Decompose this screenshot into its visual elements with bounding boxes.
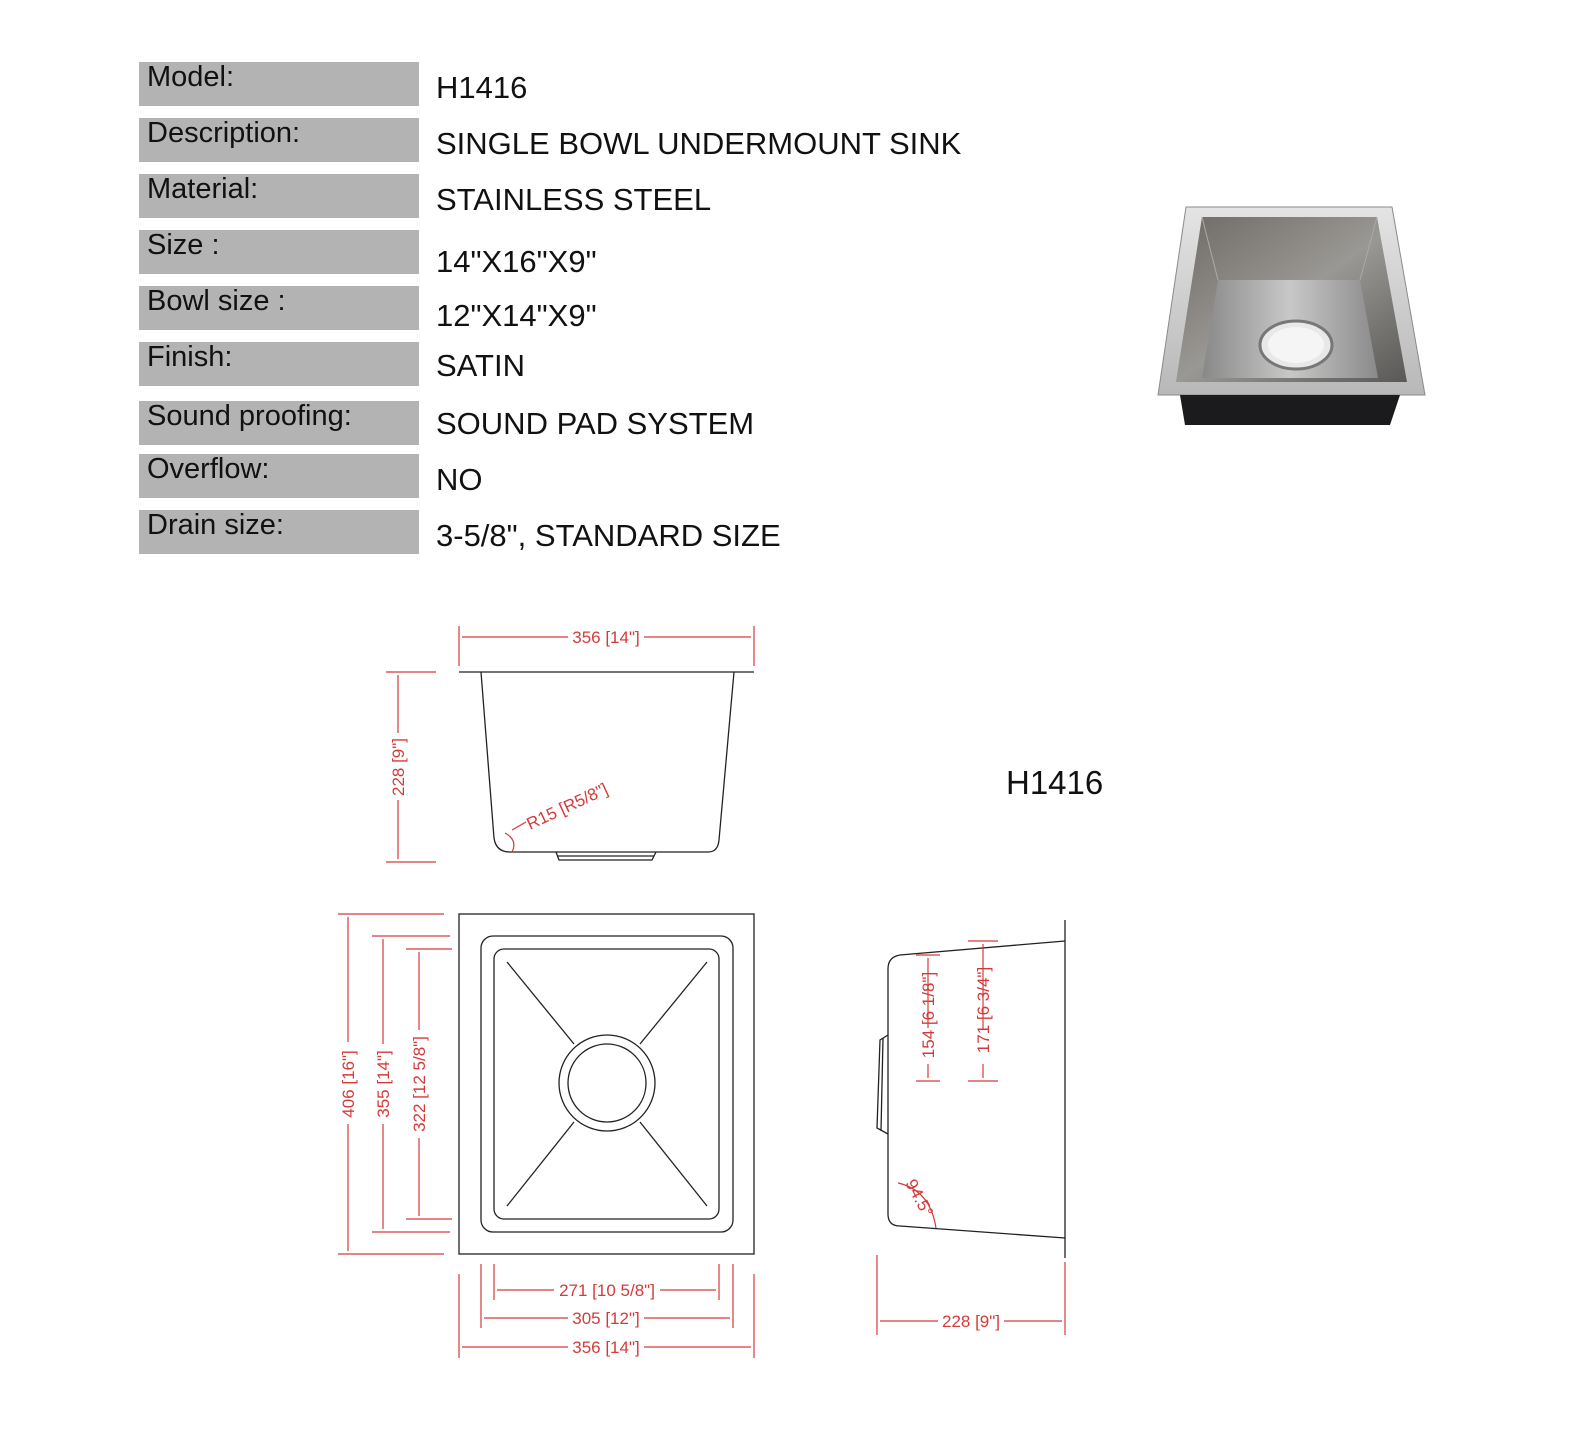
spec-label: Finish: <box>139 342 419 386</box>
dim-side-angle: 94.5° <box>901 1176 937 1220</box>
spec-label: Bowl size : <box>139 286 419 330</box>
dim-top-outer-width: 356 [14"] <box>572 1338 639 1357</box>
front-view <box>459 671 754 861</box>
spec-row-finish: Finish: SATIN <box>139 342 1039 398</box>
spec-row-material: Material: STAINLESS STEEL <box>139 174 1039 230</box>
dim-top-mid-length: 355 [14"] <box>374 1050 393 1117</box>
dim-top-mid-width: 305 [12"] <box>572 1309 639 1328</box>
spec-row-description: Description: SINGLE BOWL UNDERMOUNT SINK <box>139 118 1039 174</box>
spec-row-size: Size : 14"X16"X9" <box>139 230 1039 286</box>
dimension-lines <box>338 626 1066 1358</box>
dim-front-height: 228 [9"] <box>389 738 408 796</box>
spec-label: Size : <box>139 230 419 274</box>
spec-label: Model: <box>139 62 419 106</box>
dim-top-outer-length: 406 [16"] <box>339 1050 358 1117</box>
side-view <box>876 920 1066 1258</box>
spec-value: NO <box>436 462 483 497</box>
spec-row-drain-size: Drain size: 3-5/8", STANDARD SIZE <box>139 510 1039 566</box>
spec-value: 12"X14"X9" <box>436 298 597 333</box>
dim-top-inner-width: 271 [10 5/8"] <box>559 1281 655 1300</box>
spec-row-model: Model: H1416 <box>139 62 1039 118</box>
dim-side-depth-b: 171 [6 3/4"] <box>974 967 993 1053</box>
spec-label: Material: <box>139 174 419 218</box>
drawing-model-title: H1416 <box>1006 764 1104 801</box>
spec-value: H1416 <box>436 70 528 105</box>
spec-label: Sound proofing: <box>139 401 419 445</box>
spec-row-overflow: Overflow: NO <box>139 454 1039 510</box>
spec-value: SATIN <box>436 348 525 383</box>
spec-value: SINGLE BOWL UNDERMOUNT SINK <box>436 126 962 161</box>
spec-value: 14"X16"X9" <box>436 244 597 279</box>
spec-row-sound-proofing: Sound proofing: SOUND PAD SYSTEM <box>139 398 1039 454</box>
spec-label: Overflow: <box>139 454 419 498</box>
dim-top-inner-length: 322 [12 5/8"] <box>410 1036 429 1132</box>
top-view <box>458 913 755 1255</box>
dim-side-width: 228 [9"] <box>942 1312 1000 1331</box>
dim-front-width: 356 [14"] <box>572 628 639 647</box>
spec-label: Drain size: <box>139 510 419 554</box>
sink-product-photo <box>1157 206 1426 425</box>
spec-table: Model: H1416 Description: SINGLE BOWL UN… <box>139 62 1039 566</box>
dim-side-depth-a: 154 [6 1/8"] <box>919 972 938 1058</box>
spec-value: SOUND PAD SYSTEM <box>436 406 755 441</box>
spec-value: STAINLESS STEEL <box>436 182 712 217</box>
spec-label: Description: <box>139 118 419 162</box>
spec-row-bowl-size: Bowl size : 12"X14"X9" <box>139 286 1039 342</box>
dim-radius: R15 [R5/8"] <box>524 780 611 834</box>
spec-value: 3-5/8", STANDARD SIZE <box>436 518 781 553</box>
